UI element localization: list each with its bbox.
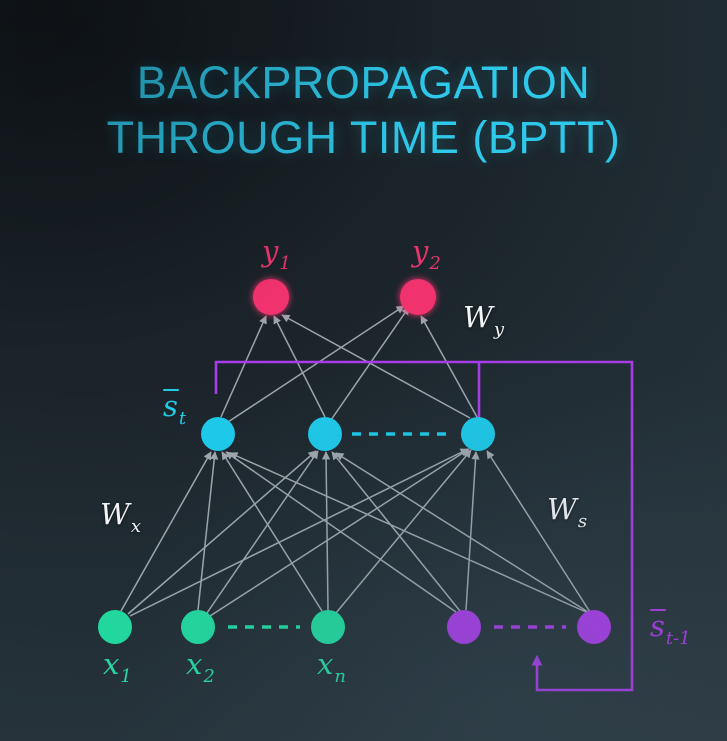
recurrent-feedback-path	[214, 360, 634, 692]
input-layer-nodes	[98, 610, 345, 644]
node-s-prev-2[interactable]	[577, 610, 611, 644]
node-y2[interactable]	[400, 279, 436, 315]
node-x2[interactable]	[181, 610, 215, 644]
label-prev-state-st-1: st-1	[650, 609, 691, 649]
node-s3[interactable]	[461, 417, 495, 451]
page-title: BACKPROPAGATION THROUGH TIME (BPTT)	[106, 57, 621, 163]
node-y1[interactable]	[253, 279, 289, 315]
label-y1: y1	[262, 234, 291, 274]
output-layer-nodes	[253, 279, 436, 315]
label-xn: xn	[317, 647, 346, 687]
hidden-layer-nodes	[201, 417, 495, 451]
label-x1: x1	[103, 647, 132, 687]
prev-state-nodes	[447, 610, 611, 644]
label-weight-wy: Wy	[463, 300, 504, 340]
label-weight-wx: Wx	[100, 497, 141, 537]
edges-hidden-to-output	[220, 305, 478, 423]
label-weight-ws: Ws	[547, 492, 588, 532]
node-x1[interactable]	[98, 610, 132, 644]
node-s-prev-1[interactable]	[447, 610, 481, 644]
node-s2[interactable]	[308, 417, 342, 451]
node-xn[interactable]	[311, 610, 345, 644]
edges-input-to-hidden	[120, 448, 591, 617]
node-s1[interactable]	[201, 417, 235, 451]
label-hidden-state-st: st	[163, 389, 187, 429]
label-x2: x2	[186, 647, 215, 687]
label-y2: y2	[412, 234, 441, 274]
